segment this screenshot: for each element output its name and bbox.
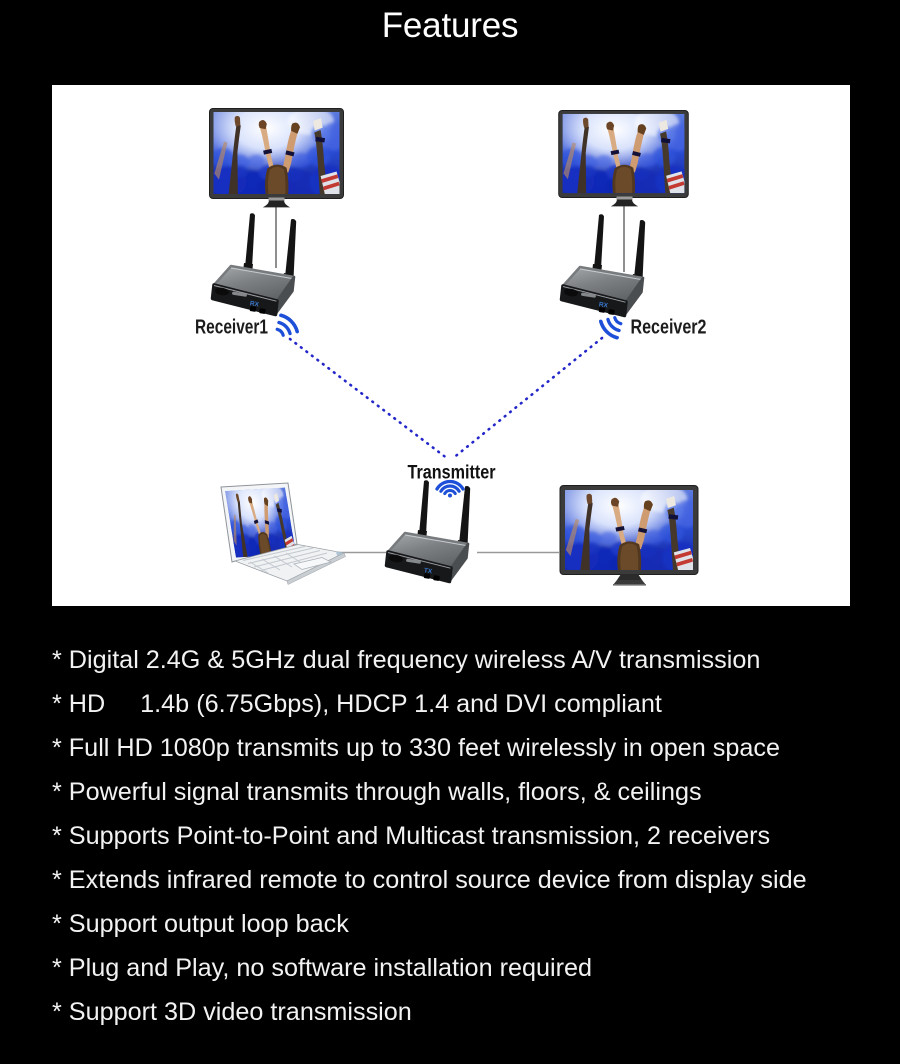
svg-text:Receiver2: Receiver2 (631, 317, 707, 339)
svg-text:Receiver1: Receiver1 (195, 317, 268, 339)
svg-text:TX: TX (423, 567, 433, 575)
svg-text:RX: RX (249, 300, 260, 308)
svg-text:RX: RX (598, 301, 609, 309)
svg-text:Transmitter: Transmitter (408, 463, 497, 484)
